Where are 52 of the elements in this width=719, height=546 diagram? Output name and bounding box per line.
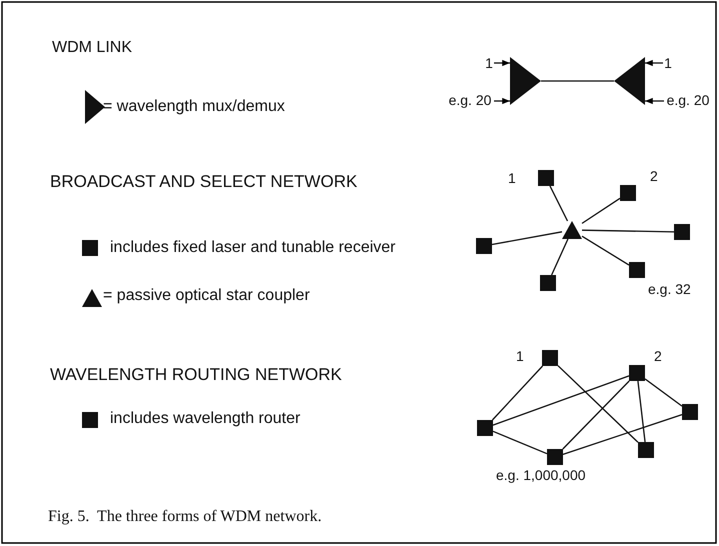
section-heading: WDM LINK bbox=[52, 38, 132, 58]
fiber-link bbox=[541, 80, 614, 82]
input-arrow bbox=[645, 60, 663, 66]
node-square bbox=[682, 404, 698, 420]
node-square bbox=[477, 420, 493, 436]
node-square bbox=[547, 449, 563, 465]
count-label: 1 bbox=[484, 55, 494, 72]
fiber-link bbox=[562, 380, 630, 450]
input-arrow bbox=[494, 60, 510, 66]
count-label: e.g. 1,000,000 bbox=[496, 467, 586, 484]
figure-caption: Fig. 5. The three forms of WDM network. bbox=[48, 507, 322, 526]
count-label: 2 bbox=[654, 348, 662, 365]
fiber-link bbox=[582, 230, 674, 232]
fiber-link bbox=[637, 380, 646, 442]
count-label: 1 bbox=[663, 55, 673, 72]
section-heading: WAVELENGTH ROUTING NETWORK bbox=[50, 365, 342, 386]
count-label: e.g. 20 bbox=[446, 92, 494, 110]
node-square bbox=[620, 185, 636, 201]
input-arrow bbox=[494, 98, 510, 104]
count-label: e.g. 20 bbox=[664, 92, 712, 110]
legend-text: = passive optical star coupler bbox=[103, 286, 310, 306]
fiber-link bbox=[582, 236, 630, 266]
node-square bbox=[540, 275, 556, 291]
fiber-link bbox=[582, 198, 620, 224]
node-square bbox=[542, 350, 558, 366]
node-square bbox=[674, 224, 690, 240]
node-square bbox=[629, 365, 645, 381]
input-arrow bbox=[645, 98, 664, 104]
count-label: e.g. 32 bbox=[648, 281, 691, 298]
fiber-link bbox=[549, 186, 568, 222]
node-square bbox=[638, 442, 654, 458]
legend-text: includes fixed laser and tunable receiver bbox=[110, 238, 396, 258]
fiber-link bbox=[551, 238, 569, 276]
fiber-link bbox=[492, 430, 548, 454]
fiber-link bbox=[492, 231, 562, 246]
count-label: 1 bbox=[516, 348, 524, 365]
node-square bbox=[476, 238, 492, 254]
node-square bbox=[629, 262, 645, 278]
section-heading: BROADCAST AND SELECT NETWORK bbox=[50, 172, 358, 192]
fiber-link bbox=[492, 366, 544, 420]
coupler-triangle bbox=[562, 221, 582, 239]
node-square bbox=[538, 170, 554, 186]
count-label: 1 bbox=[508, 170, 516, 187]
fiber-link bbox=[558, 365, 638, 443]
demux-triangle bbox=[614, 57, 645, 105]
fiber-link bbox=[492, 375, 630, 426]
mux-triangle bbox=[510, 57, 541, 105]
legend-text: includes wavelength router bbox=[110, 409, 300, 428]
fiber-link bbox=[562, 414, 682, 455]
fiber-link bbox=[644, 378, 682, 407]
legend-text: = wavelength mux/demux bbox=[103, 97, 285, 116]
count-label: 2 bbox=[650, 168, 658, 185]
